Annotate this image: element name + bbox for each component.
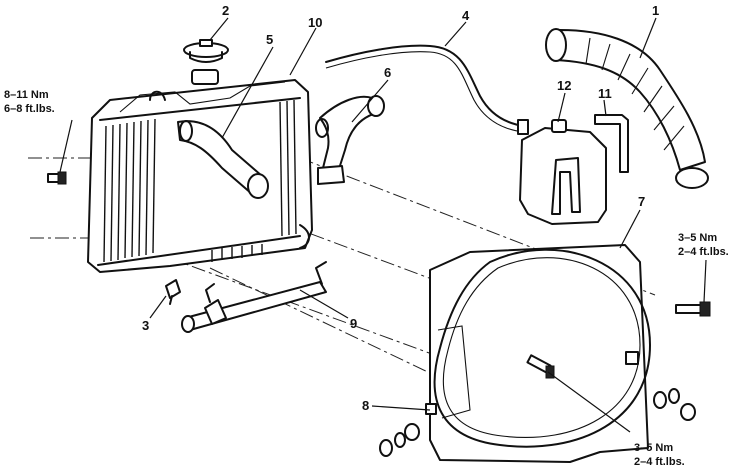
- radiator: [87, 69, 313, 273]
- callout-2: 2: [222, 3, 229, 18]
- callout-12: 12: [557, 78, 571, 93]
- torque-left-nm: 8–11 Nm: [4, 89, 49, 101]
- bolt-left: [47, 171, 67, 185]
- torque-bottom-nm: 3–5 Nm: [634, 442, 673, 454]
- drain-plug: [165, 279, 181, 305]
- bolts: [47, 171, 711, 379]
- callout-10: 10: [308, 15, 322, 30]
- callout-4: 4: [462, 8, 470, 23]
- callout-5: 5: [266, 32, 273, 47]
- callout-labels: 1 2 3 4 5 6 7 8 9 10 11 12: [142, 3, 659, 413]
- fan-shroud: [425, 244, 651, 463]
- lower-hose: [315, 95, 385, 185]
- bolt-center: [526, 354, 555, 379]
- washers-nuts: [379, 388, 696, 457]
- callout-9: 9: [350, 316, 357, 331]
- callout-1: 1: [652, 3, 659, 18]
- leader-lines: [59, 17, 707, 433]
- bolt-right: [675, 301, 711, 317]
- callout-3: 3: [142, 318, 149, 333]
- rod: [594, 114, 629, 173]
- cooler-line: [181, 261, 327, 333]
- reserve-tank: [519, 119, 607, 225]
- callout-6: 6: [384, 65, 391, 80]
- torque-right-ftlbs: 2–4 ft.lbs.: [678, 246, 729, 258]
- radiator-fins: [103, 99, 297, 263]
- callout-11: 11: [598, 86, 612, 101]
- radiator-cap: [183, 39, 229, 63]
- torque-right-nm: 3–5 Nm: [678, 232, 717, 244]
- engine-hose: [545, 28, 709, 189]
- callout-7: 7: [638, 194, 645, 209]
- torque-left-ftlbs: 6–8 ft.lbs.: [4, 103, 55, 115]
- torque-specs: 8–11 Nm 6–8 ft.lbs. 3–5 Nm 2–4 ft.lbs. 3…: [4, 89, 729, 468]
- upper-hose: [177, 120, 269, 199]
- torque-bottom-ftlbs: 2–4 ft.lbs.: [634, 456, 685, 468]
- callout-8: 8: [362, 398, 369, 413]
- overflow-tube: [325, 44, 529, 135]
